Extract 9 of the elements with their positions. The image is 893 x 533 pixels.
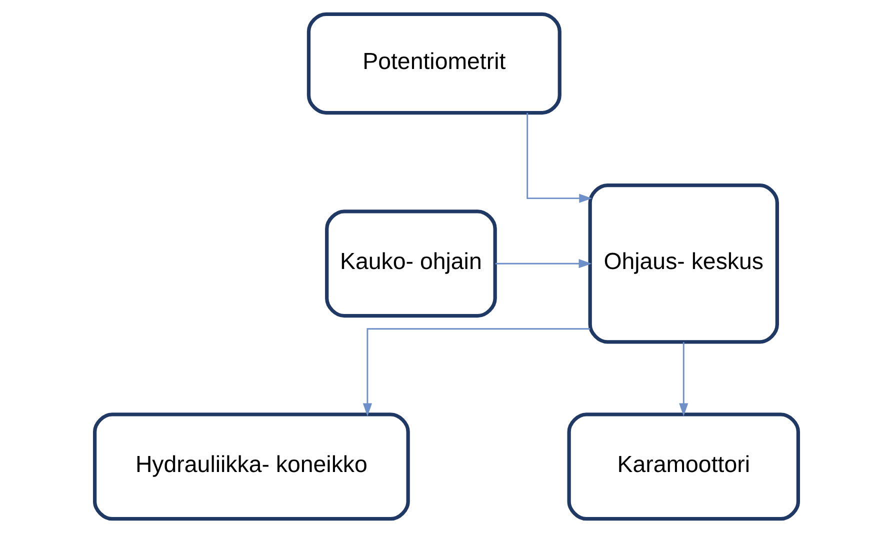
arrow xyxy=(526,112,592,203)
arrow xyxy=(362,328,590,416)
arrow xyxy=(679,342,688,416)
node-box: Karamoottori xyxy=(567,412,800,521)
arrow xyxy=(495,259,592,268)
node-box: Ohjaus- keskus xyxy=(588,183,779,344)
node-box: Hydrauliikka- koneikko xyxy=(92,412,410,521)
node-box: Potentiometrit xyxy=(306,12,562,115)
node-box: Kauko- ohjain xyxy=(325,210,497,318)
